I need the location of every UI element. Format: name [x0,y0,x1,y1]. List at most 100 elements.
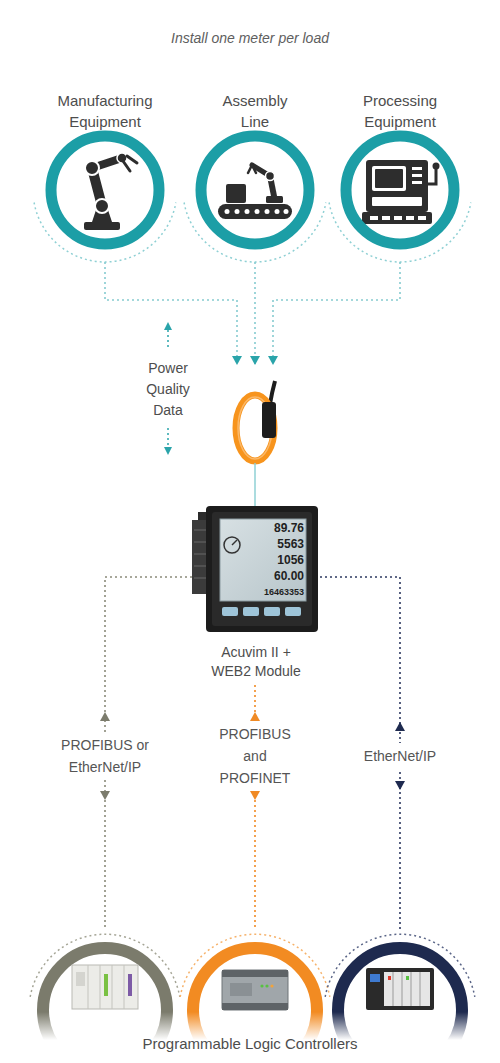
plc-image [222,970,288,1010]
plc-image [420,972,421,1006]
equipment-circle: Manufacturing Equipment [40,88,170,262]
plc-image [100,965,101,1009]
node-label: Processing Equipment [350,90,450,132]
assembly-line-icon [248,165,256,173]
assembly-line-icon [225,209,289,214]
plc-image [222,1003,288,1010]
processing-machine-icon [375,169,403,188]
processing-machine-icon [412,167,422,170]
plc-image [393,972,420,1006]
power-meter [232,540,237,545]
plc-image [72,965,138,1009]
robot-arm-icon [85,161,99,175]
plc-image [265,984,268,987]
plc-image [384,972,430,1006]
data-flow-arrow [164,322,172,330]
power-meter [194,577,208,579]
connector-line [254,262,256,365]
processing-machine-icon [394,216,402,220]
display-reading: 5563 [224,537,304,552]
assembly-line-icon [266,172,275,181]
data-flow-arrow [167,428,169,447]
robot-arm-icon [84,222,120,230]
connector-line [273,262,400,365]
node-text-group: Processing Equipment [350,90,450,132]
plc-image [366,968,434,1010]
assembly-line-icon [255,209,260,214]
power-meter [243,607,259,616]
display-reading: 16463353 [224,586,304,598]
diagram-title: Install one meter per load [0,29,500,47]
plc-image [88,965,89,1009]
current-sensor-coil [236,381,276,506]
circle-ring [51,136,159,244]
power-meter [192,506,318,632]
node-label: Acuvim II + WEB2 Module [206,643,306,681]
power-meter [206,506,318,632]
plc-image [411,972,412,1006]
circle-ring [201,136,309,244]
protocol-label: PROFIBUS or EtherNet/IP [57,732,153,780]
current-sensor-coil [262,402,276,438]
power-meter [222,607,238,616]
equipment-circle: Processing Equipment [335,88,465,262]
plc-image [76,972,85,986]
plc-image [370,974,380,982]
assembly-line-icon [245,209,250,214]
power-meter [194,541,208,543]
arrow-head [250,791,260,800]
plc-image [88,965,124,1009]
power-meter [264,607,280,616]
current-sensor-coil [254,463,256,506]
arrow-head [100,791,110,800]
plc-image [260,984,263,987]
processing-machine-icon [372,166,406,191]
arrow-head [268,356,278,365]
processing-machine-icon [362,160,440,224]
data-flow-arrow [164,447,172,455]
display-reading: 1056 [224,553,304,568]
arrow-head [250,712,260,721]
current-sensor-coil [270,381,275,404]
plc-image [406,976,409,980]
display-reading: 89.76 [224,521,304,536]
plc-image [222,970,288,977]
robot-arm-icon [95,199,109,213]
node-text-group: Manufacturing Equipment [50,90,160,132]
processing-machine-icon [418,216,426,220]
connector [250,262,260,365]
power-meter [212,512,312,626]
plc-image [112,965,113,1009]
display-reading: 60.00 [224,569,304,584]
arrow-head [250,356,260,365]
plc-image [230,983,252,996]
processing-machine-icon [366,160,428,212]
assembly-line-icon [275,209,280,214]
plc-group: Programmable Logic Controllers [20,930,480,1063]
processing-machine-icon [433,163,440,170]
power-meter [222,607,301,616]
data-flow-arrow [167,330,169,350]
arrow-head [395,781,405,790]
assembly-line-icon [235,209,240,214]
plc-image [270,984,273,987]
connector-line [105,262,237,365]
protocol-label: EtherNet/IP [352,743,448,769]
processing-machine-icon [406,216,414,220]
assembly-line-icon [218,165,292,219]
arrow-head [100,712,110,721]
assembly-line-icon [284,209,289,214]
plc-image [72,965,434,1010]
power-meter [285,607,301,616]
robot-arm-icon [84,153,137,230]
arrow-head [232,356,242,365]
assembly-line-icon [265,209,270,214]
processing-machine-icon [412,181,422,184]
power-meter [194,529,208,531]
processing-machine-icon [370,216,378,220]
plc-image [402,972,403,1006]
node-label: Manufacturing Equipment [50,90,160,132]
circle-ring [346,136,454,244]
